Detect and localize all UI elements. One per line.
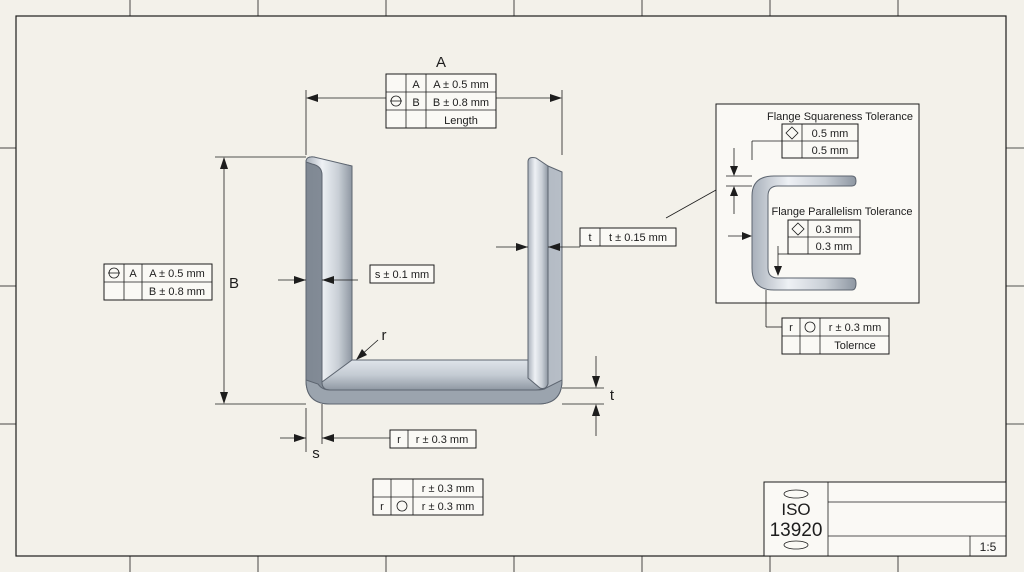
svg-text:Flange Squareness Tolerance: Flange Squareness Tolerance (767, 111, 913, 123)
dimension-height: B (215, 156, 306, 405)
channel-base (321, 359, 547, 391)
position-icon (390, 95, 402, 107)
svg-text:r: r (789, 322, 793, 334)
detail-channel (751, 175, 857, 291)
svg-text:r: r (380, 501, 384, 513)
svg-text:0.5 mm: 0.5 mm (812, 145, 849, 157)
svg-text:0.3 mm: 0.3 mm (816, 224, 853, 236)
iso-number: 13920 (770, 520, 823, 541)
radius-tolerance-frame: r r ± 0.3 mm (389, 429, 477, 449)
svg-text:B ± 0.8 mm: B ± 0.8 mm (149, 286, 205, 298)
scale-value: 1:5 (980, 540, 997, 554)
svg-text:Flange Parallelism Tolerance: Flange Parallelism Tolerance (771, 206, 912, 218)
detail-leader (665, 189, 717, 219)
wall-thickness-callout: s ± 0.1 mm (278, 264, 435, 284)
detail-radius-frame: r r ± 0.3 mm Tolernce (765, 290, 890, 355)
flange-thickness-callout: t t ± 0.15 mm (496, 227, 677, 251)
svg-text:r: r (382, 327, 387, 344)
svg-text:t: t (588, 232, 591, 244)
svg-text:s ± 0.1 mm: s ± 0.1 mm (375, 269, 429, 281)
svg-text:r ± 0.3 mm: r ± 0.3 mm (422, 483, 475, 495)
length-tolerance-frame: A A ± 0.5 mm B B ± 0.8 mm Length (385, 73, 497, 129)
profile-tolerance-frame: r ± 0.3 mm r r ± 0.3 mm (372, 478, 484, 516)
parallelism-icon (791, 222, 805, 236)
svg-text:0.5 mm: 0.5 mm (812, 128, 849, 140)
circle-icon (804, 321, 816, 333)
channel-right-leg (527, 157, 549, 389)
detail-view: Flange Squareness Tolerance 0.5 mm 0.5 m… (715, 103, 920, 304)
svg-text:0.3 mm: 0.3 mm (816, 241, 853, 253)
svg-text:B ± 0.8 mm: B ± 0.8 mm (433, 97, 489, 109)
svg-text:r ± 0.3 mm: r ± 0.3 mm (829, 322, 882, 334)
svg-text:Length: Length (444, 115, 478, 127)
side-dimension: s (280, 404, 390, 462)
height-letter: B (229, 275, 239, 292)
svg-text:B: B (412, 97, 419, 109)
svg-text:t ± 0.15 mm: t ± 0.15 mm (609, 232, 667, 244)
svg-text:A: A (129, 268, 137, 280)
svg-text:A: A (412, 79, 420, 91)
iso-standard: ISO (781, 500, 810, 519)
iso-globe-icon (783, 489, 809, 550)
svg-text:t: t (610, 387, 615, 404)
svg-text:A ± 0.5 mm: A ± 0.5 mm (433, 79, 489, 91)
title-block: ISO 13920 1:5 (763, 481, 1007, 557)
svg-text:r ± 0.3 mm: r ± 0.3 mm (416, 434, 469, 446)
svg-text:A ± 0.5 mm: A ± 0.5 mm (149, 268, 205, 280)
inner-radius-callout: r (356, 327, 387, 360)
position-icon (108, 267, 120, 279)
svg-text:r: r (397, 434, 401, 446)
height-tolerance-frame: A A ± 0.5 mm B ± 0.8 mm (103, 263, 213, 301)
u-channel-part (305, 156, 563, 405)
svg-text:s: s (312, 445, 320, 462)
circularity-icon (396, 500, 408, 512)
flatness-icon (785, 126, 799, 140)
length-letter: A (436, 54, 446, 71)
base-thickness-callout: t (562, 356, 615, 436)
channel-bottom-face (305, 379, 563, 405)
dimension-length: A (305, 54, 563, 155)
svg-text:r ± 0.3 mm: r ± 0.3 mm (422, 501, 475, 513)
svg-text:Tolernce: Tolernce (834, 340, 876, 352)
